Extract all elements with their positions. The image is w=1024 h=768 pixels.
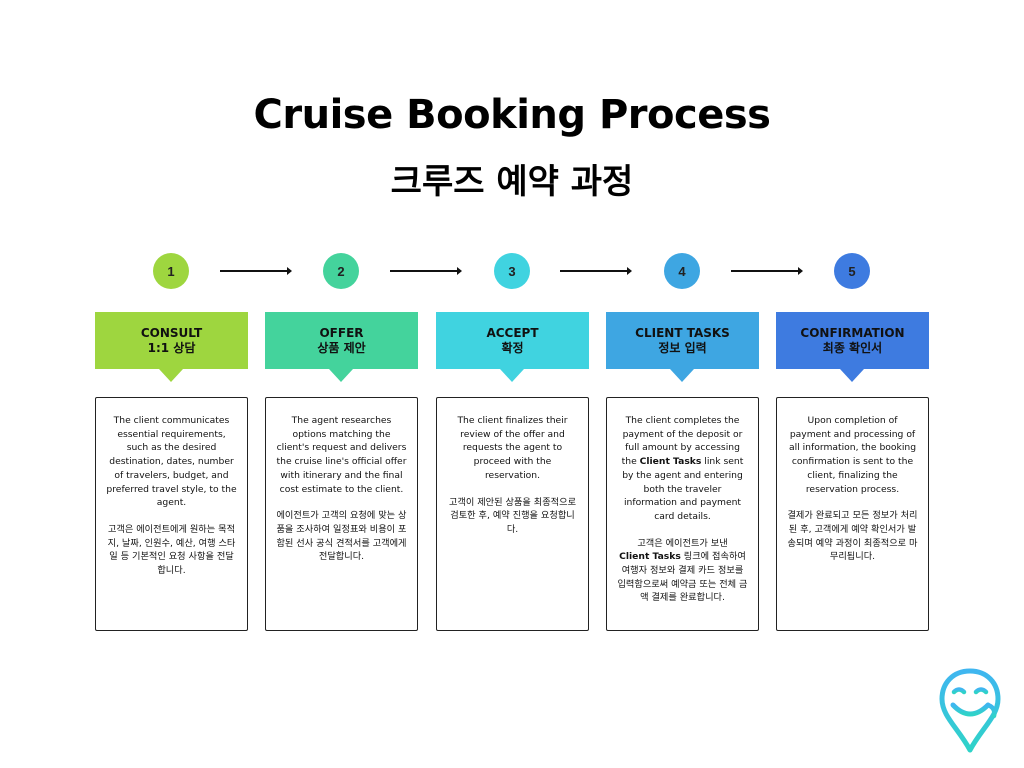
description-en-after: link sent by the agent and entering both… <box>622 456 744 522</box>
description-en: The client completes the payment of the … <box>617 414 748 524</box>
step-title-en: CONFIRMATION <box>800 325 905 340</box>
description-en-before: The client completes the payment of the … <box>621 415 743 468</box>
step-number-badge: 4 <box>664 253 700 289</box>
step-title-en: ACCEPT <box>486 325 539 340</box>
step-title-en: CLIENT TASKS <box>635 325 730 340</box>
step-number-badge: 1 <box>153 253 189 289</box>
step-description-box: Upon completion of payment and processin… <box>776 397 929 631</box>
step-title-ko: 최종 확인서 <box>822 340 883 355</box>
step-title-ko: 상품 제안 <box>317 340 366 355</box>
description-ko: 에이전트가 고객의 요청에 맞는 상품을 조사하여 일정표와 비용이 포함된 선… <box>276 510 407 563</box>
step-header: CONSULT 1:1 상담 <box>95 312 248 382</box>
step-title-ko: 확정 <box>501 340 524 355</box>
page-title: Cruise Booking Process <box>253 92 771 138</box>
step-title-ko: 1:1 상담 <box>147 340 196 355</box>
pointer-triangle <box>329 369 353 382</box>
step-header: CONFIRMATION 최종 확인서 <box>776 312 929 382</box>
step-number-badge: 2 <box>323 253 359 289</box>
description-ko: 고객이 제안된 상품을 최종적으로 검토한 후, 예약 진행을 요청합니다. <box>448 496 577 535</box>
step-header: ACCEPT 확정 <box>436 312 589 382</box>
step-description-box: The client completes the payment of the … <box>606 397 759 631</box>
step-title-en: CONSULT <box>140 325 203 340</box>
description-en: The agent researches options matching th… <box>276 415 407 495</box>
step-header: CLIENT TASKS 정보 입력 <box>606 312 759 382</box>
pointer-triangle <box>500 369 524 382</box>
description-en: The client finalizes their review of the… <box>457 415 568 481</box>
step-description-box: The client communicates essential requir… <box>95 397 248 631</box>
description-ko: 결제가 완료되고 모든 정보가 처리된 후, 고객에게 예약 확인서가 발송되며… <box>787 510 918 563</box>
step-title-ko: 정보 입력 <box>658 340 707 355</box>
step-description-box: The client finalizes their review of the… <box>436 397 589 631</box>
step-number-badge: 3 <box>494 253 530 289</box>
client-tasks-emphasis: Client Tasks <box>619 551 681 563</box>
description-en: Upon completion of payment and processin… <box>788 415 917 495</box>
flow-arrow-2-3 <box>390 267 462 275</box>
step-header: OFFER 상품 제안 <box>265 312 418 382</box>
flow-arrow-1-2 <box>220 267 292 275</box>
client-tasks-emphasis: Client Tasks <box>639 456 702 468</box>
step-number-badge: 5 <box>834 253 870 289</box>
description-ko: 고객은 에이전트에게 원하는 목적지, 날짜, 인원수, 예산, 여행 스타일 … <box>107 523 236 577</box>
pointer-triangle <box>670 369 694 382</box>
description-ko-after: 링크에 접속하여 여행자 정보와 결제 카드 정보를 입력함으로써 예약금 또는… <box>617 551 748 604</box>
description-ko: 고객은 에이전트가 보낸 Client Tasks 링크에 접속하여 여행자 정보… <box>617 537 748 606</box>
page-subtitle: 크루즈 예약 과정 <box>390 162 634 202</box>
flow-arrow-3-4 <box>560 267 632 275</box>
pointer-triangle <box>840 369 864 382</box>
description-en: The client communicates essential requir… <box>106 415 237 509</box>
pointer-triangle <box>159 369 183 382</box>
flow-arrow-4-5 <box>731 267 803 275</box>
smiley-pin-logo-icon <box>939 668 1001 753</box>
description-ko-before: 고객은 에이전트가 보낸 <box>637 537 728 549</box>
step-title-en: OFFER <box>319 325 364 340</box>
step-description-box: The agent researches options matching th… <box>265 397 418 631</box>
